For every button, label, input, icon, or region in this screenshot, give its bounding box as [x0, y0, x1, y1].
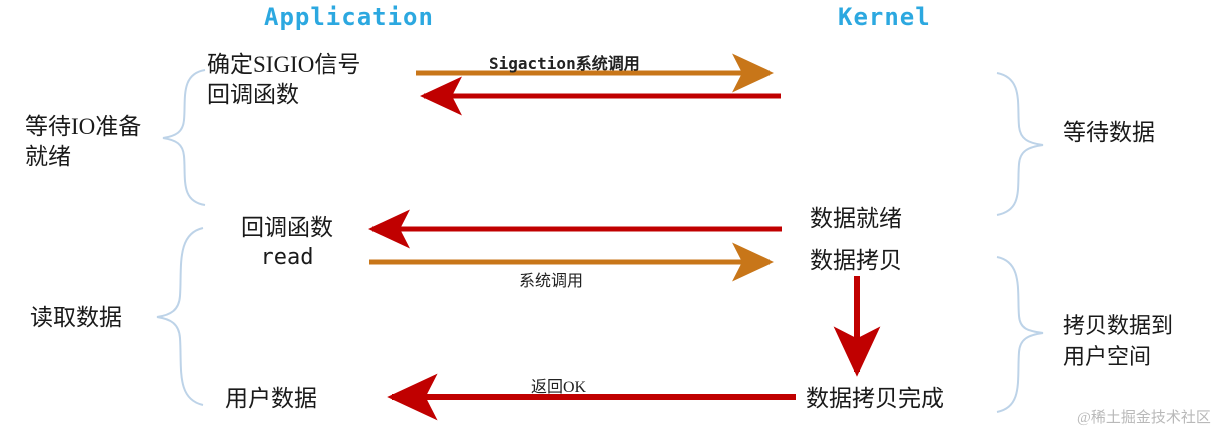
kernel-node-data-copy-done: 数据拷贝完成: [806, 386, 944, 411]
app-node-user-data: 用户数据: [225, 386, 317, 411]
app-node-sigio-callback-line2: 回调函数: [207, 82, 299, 107]
app-node-callback-read-line2: read: [260, 245, 314, 270]
watermark: @稀土掘金技术社区: [1077, 410, 1211, 426]
app-node-sigio-callback-line1: 确定SIGIO信号: [207, 52, 361, 77]
kernel-node-data-copy: 数据拷贝: [810, 248, 902, 273]
right-brace-label-wait-data: 等待数据: [1063, 120, 1155, 145]
right-brace-wait-data: [996, 72, 1044, 216]
left-brace-label-read-data: 读取数据: [30, 303, 122, 333]
arrow-label-return-ok: 返回OK: [531, 379, 587, 396]
right-brace-label-copy-data-line2: 用户空间: [1063, 344, 1152, 369]
app-node-callback-read-line1: 回调函数: [241, 215, 333, 240]
column-header-kernel: Kernel: [838, 3, 931, 31]
left-brace-read-data: [156, 227, 204, 406]
app-node-sigio-callback: 确定SIGIO信号 回调函数: [207, 50, 360, 110]
column-header-application: Application: [264, 3, 434, 31]
left-brace-label-wait-io-line1: 等待IO准备: [25, 114, 142, 139]
left-brace-label-wait-io-line2: 就绪: [25, 144, 71, 169]
right-brace-copy-data: [996, 256, 1044, 413]
right-brace-label-copy-data: 拷贝数据到 用户空间: [1063, 310, 1173, 372]
app-node-callback-read: 回调函数 read: [222, 213, 352, 273]
arrow-label-sigaction-syscall: Sigaction系统调用: [489, 54, 640, 73]
left-brace-wait-io: [162, 69, 206, 206]
left-brace-label-wait-io: 等待IO准备 就绪: [25, 112, 141, 172]
arrow-label-read-syscall: 系统调用: [519, 273, 584, 290]
kernel-node-data-ready: 数据就绪: [810, 206, 902, 231]
right-brace-label-copy-data-line1: 拷贝数据到: [1063, 313, 1174, 338]
left-brace-label-read-data-line1: 读取数据: [30, 305, 122, 330]
